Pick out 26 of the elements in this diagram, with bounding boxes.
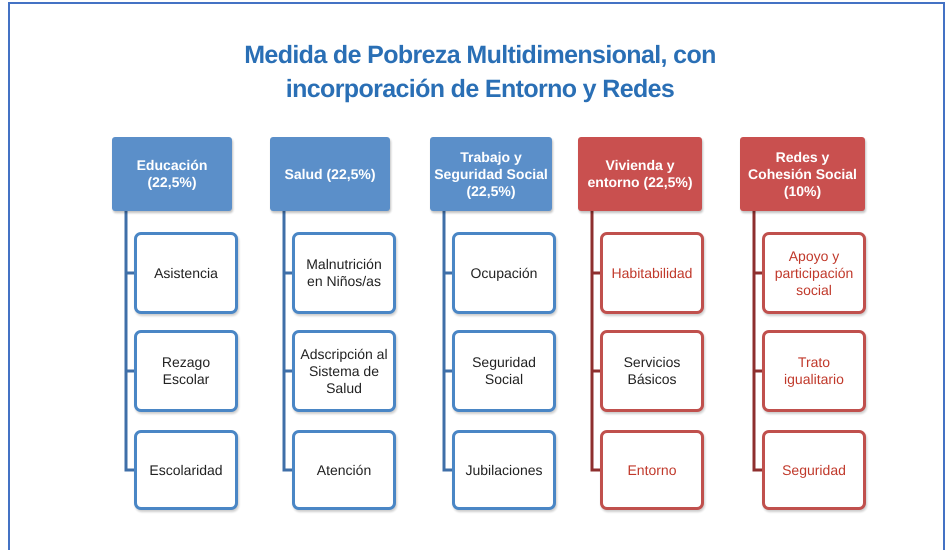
category-box: Trabajo y Seguridad Social (22,5%) (430, 137, 552, 211)
indicator-box: Atención (292, 430, 396, 510)
indicator-box: Escolaridad (134, 430, 238, 510)
indicator-box: Seguridad Social (452, 330, 556, 412)
connector-line (590, 211, 600, 472)
indicator-box: Apoyo y participación social (762, 232, 866, 314)
connector-line (282, 211, 292, 472)
indicator-box: Servicios Básicos (600, 330, 704, 412)
category-box: Redes y Cohesión Social (10%) (740, 137, 865, 211)
indicator-box: Habitabilidad (600, 232, 704, 314)
indicator-box: Adscripción al Sistema de Salud (292, 330, 396, 412)
category-box: Vivienda y entorno (22,5%) (578, 137, 702, 211)
connector-line (124, 211, 134, 472)
connector-line (442, 211, 452, 472)
indicator-box: Entorno (600, 430, 704, 510)
title: Medida de Pobreza Multidimensional, con incorporación de Entorno y Redes (243, 40, 717, 105)
indicator-box: Asistencia (134, 232, 238, 314)
indicator-box: Seguridad (762, 430, 866, 510)
indicator-box: Ocupación (452, 232, 556, 314)
indicator-box: Trato igualitario (762, 330, 866, 412)
connector-line (752, 211, 762, 472)
category-box: Educación (22,5%) (112, 137, 232, 211)
indicator-box: Malnutrición en Niños/as (292, 232, 396, 314)
category-box: Salud (22,5%) (270, 137, 390, 211)
indicator-box: Rezago Escolar (134, 330, 238, 412)
indicator-box: Jubilaciones (452, 430, 556, 510)
